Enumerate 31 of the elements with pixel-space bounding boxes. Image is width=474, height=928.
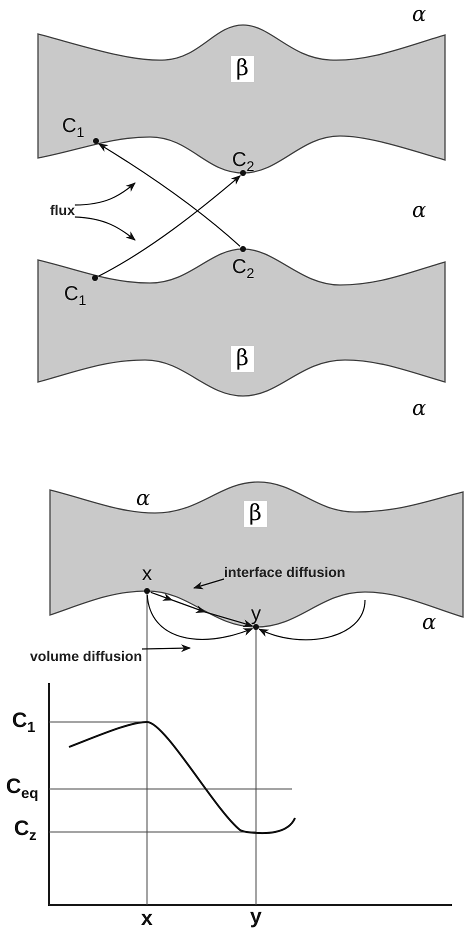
axis-label: C$_{1}$ <box>12 710 36 736</box>
annotation-label: flux <box>50 203 75 217</box>
phase-label: α <box>412 200 426 221</box>
arrow <box>98 175 241 277</box>
arrow <box>150 592 253 628</box>
point-label: y <box>251 604 261 624</box>
axis-label: C$_{eq}$ <box>6 776 38 802</box>
phase-label: β <box>231 346 254 372</box>
axis-label: C$_{z}$ <box>14 818 37 844</box>
point-label: x <box>142 564 152 584</box>
annotation-label: interface diffusion <box>224 565 346 579</box>
phase-label: α <box>412 4 426 25</box>
leader-arrow <box>74 216 136 241</box>
point-label: C$_{2}$ <box>232 257 254 280</box>
arrow <box>98 143 240 247</box>
leader-arrow <box>74 182 136 206</box>
leader-arrow <box>142 644 191 652</box>
phase-label: α <box>422 612 436 633</box>
point-label: C$_{2}$ <box>232 150 254 173</box>
point-label: C$_{1}$ <box>62 116 84 139</box>
point-label: C$_{1}$ <box>64 284 86 307</box>
leader-arrow <box>193 578 224 590</box>
annotation-label: volume diffusion <box>30 649 142 663</box>
phase-label: β <box>244 501 267 527</box>
phase-label: α <box>136 488 150 509</box>
arrow <box>258 600 366 640</box>
arrow <box>146 594 254 640</box>
phase-label: β <box>231 56 254 82</box>
axis-label: x <box>141 908 153 928</box>
phase-label: α <box>412 398 426 419</box>
axis-label: y <box>250 906 262 927</box>
